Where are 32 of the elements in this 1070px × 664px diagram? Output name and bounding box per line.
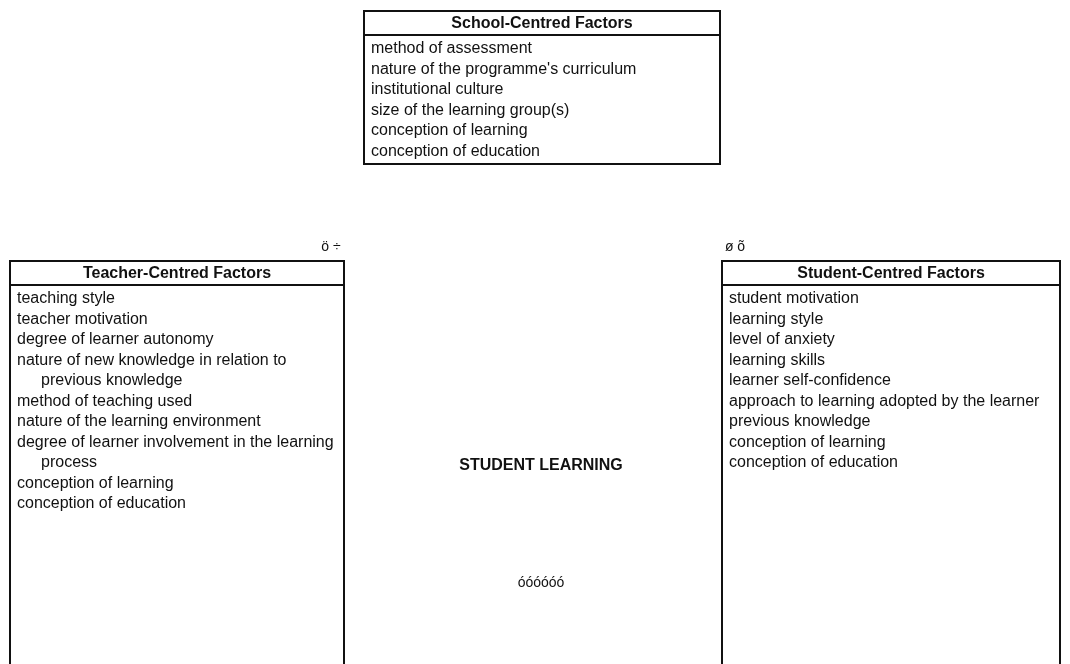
- factor-item: conception of learning: [17, 472, 175, 493]
- factor-item: conception of education: [17, 493, 187, 513]
- symbol-text: óóóóóó: [517, 574, 565, 590]
- central-label: STUDENT LEARNING: [459, 456, 623, 474]
- factor-item: conception of learning: [371, 120, 529, 140]
- factor-item: learner self-confidence: [729, 370, 892, 390]
- factor-item: method of teaching used: [17, 390, 194, 411]
- factor-item: approach to learning adopted by the learner: [729, 390, 1041, 411]
- box-heading: School-Centred Factors: [365, 12, 719, 36]
- factor-item: conception of learning: [729, 431, 887, 452]
- factor-item: nature of the programme's curriculum: [371, 58, 638, 79]
- factor-item: learning skills: [729, 349, 827, 370]
- factor-item: previous knowledge: [729, 411, 872, 431]
- factor-item: degree of learner autonomy: [17, 329, 215, 349]
- factor-item: conception of education: [371, 140, 541, 161]
- factor-item: conception of education: [729, 452, 899, 472]
- factor-list-box: [721, 260, 1061, 664]
- box-heading: Teacher-Centred Factors: [11, 262, 343, 286]
- symbol-text: ö ÷: [321, 238, 341, 254]
- box-heading: Student-Centred Factors: [723, 262, 1059, 286]
- factor-item: nature of the learning environment: [17, 411, 262, 431]
- symbol-text: ø õ: [724, 238, 746, 254]
- factor-list-box: [363, 10, 721, 165]
- factor-item: teaching style: [17, 288, 116, 308]
- factor-item: level of anxiety: [729, 329, 836, 349]
- factor-item: teacher motivation: [17, 308, 149, 329]
- factor-item: method of assessment: [371, 38, 533, 58]
- factor-list-box: [9, 260, 345, 664]
- factor-item: learning style: [729, 308, 825, 329]
- factor-item: size of the learning group(s): [371, 99, 571, 120]
- factor-item: institutional culture: [371, 79, 505, 99]
- factor-item: student motivation: [729, 288, 860, 308]
